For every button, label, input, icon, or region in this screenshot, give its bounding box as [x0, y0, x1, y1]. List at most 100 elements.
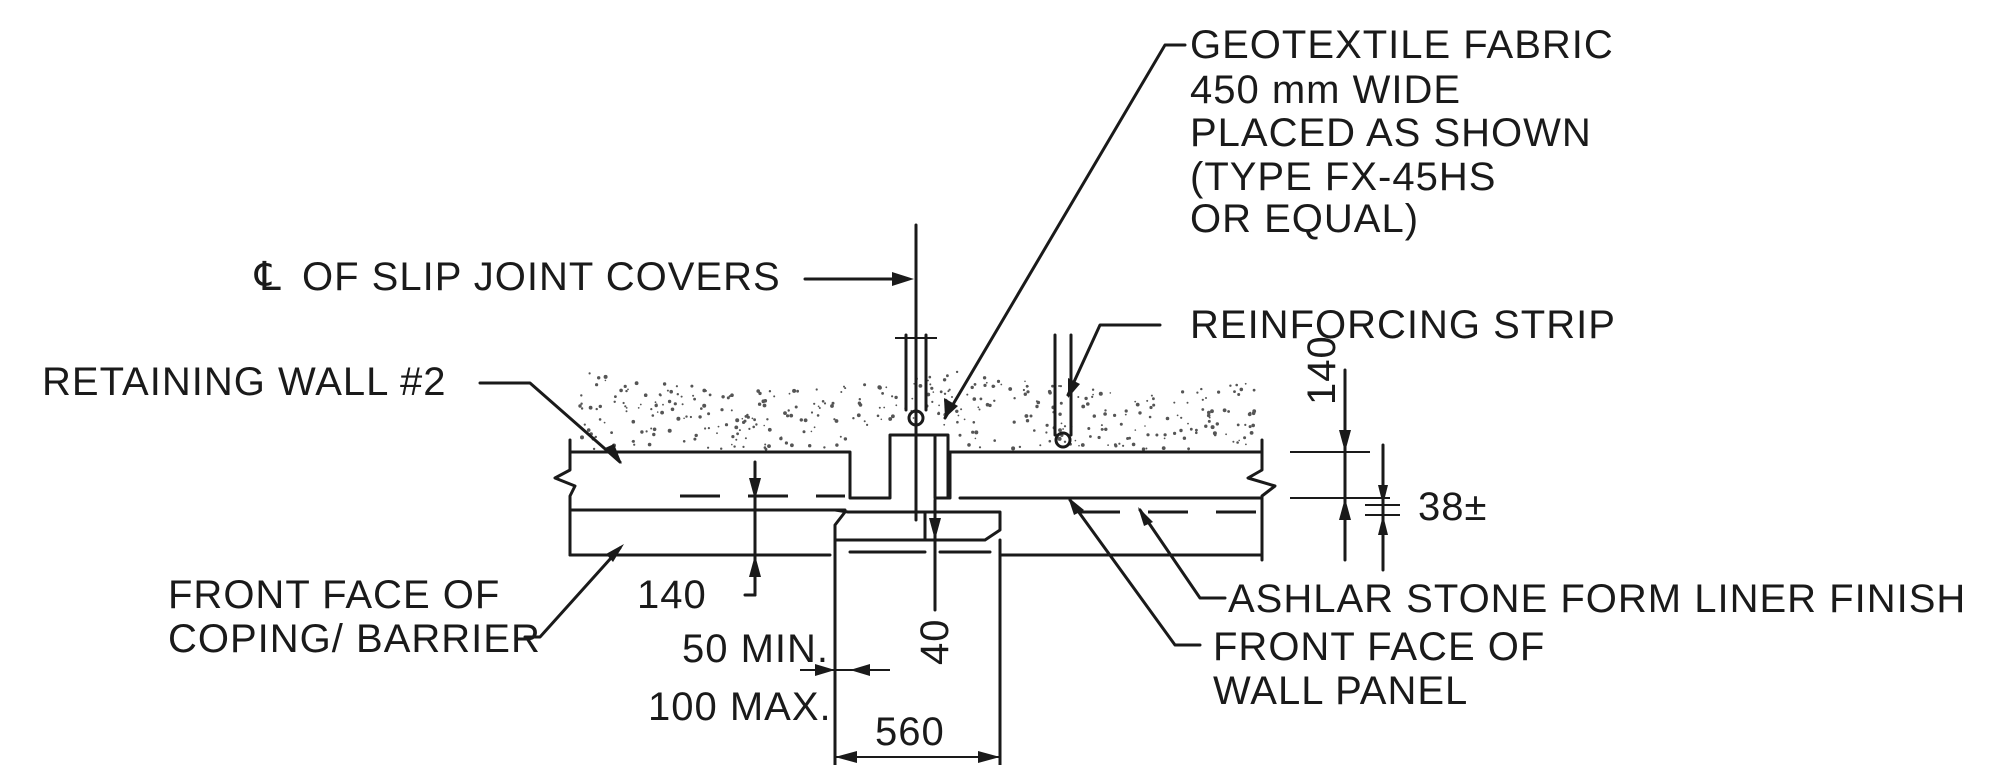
- soil-speck: [650, 427, 653, 430]
- soil-speck: [1104, 427, 1108, 431]
- soil-speck: [878, 385, 882, 390]
- soil-speck: [717, 425, 720, 428]
- soil-speck: [764, 443, 767, 446]
- soil-speck: [1161, 446, 1166, 450]
- soil-speck: [1148, 415, 1152, 419]
- soil-speck: [634, 381, 639, 386]
- soil-speck: [735, 418, 740, 423]
- soil-speck: [810, 430, 813, 433]
- soil-speck: [698, 415, 702, 419]
- soil-speck: [1138, 411, 1142, 415]
- soil-speck: [816, 414, 820, 417]
- soil-speck: [885, 386, 888, 389]
- soil-speck: [1149, 405, 1153, 410]
- soil-speck: [1102, 428, 1104, 431]
- soil-speck: [789, 413, 794, 418]
- front-face-coping-line-2: COPING/ BARRIER: [168, 617, 541, 661]
- soil-speck: [996, 379, 1001, 383]
- soil-speck: [1092, 393, 1094, 396]
- front-face-panel-line-1: FRONT FACE OF: [1213, 625, 1545, 669]
- geotextile-line-5: OR EQUAL): [1190, 197, 1419, 241]
- soil-speck: [786, 414, 790, 418]
- soil-speck: [858, 403, 863, 407]
- soil-speck: [1119, 422, 1123, 426]
- soil-speck: [767, 427, 772, 432]
- soil-speck: [1012, 420, 1016, 424]
- soil-speck: [1057, 436, 1062, 441]
- soil-speck: [623, 384, 627, 388]
- soil-speck: [843, 385, 845, 388]
- centerline-symbol: ℄: [254, 255, 282, 299]
- soil-speck: [757, 402, 762, 406]
- soil-speck: [1118, 442, 1121, 445]
- soil-speck: [592, 447, 596, 451]
- soil-speck: [951, 396, 953, 398]
- soil-speck: [597, 376, 601, 380]
- soil-speck: [929, 383, 932, 386]
- soil-speck: [948, 388, 951, 391]
- soil-speck: [818, 407, 821, 409]
- soil-speck: [1011, 446, 1016, 451]
- soil-speck: [705, 389, 707, 392]
- soil-speck: [808, 444, 812, 448]
- soil-speck: [973, 383, 977, 386]
- soil-speck: [963, 418, 966, 421]
- soil-speck: [1181, 390, 1185, 394]
- soil-speck: [784, 441, 789, 445]
- soil-speck: [676, 393, 679, 396]
- soil-speck: [767, 444, 771, 448]
- soil-speck: [625, 410, 628, 413]
- soil-speck: [1187, 447, 1190, 451]
- soil-speck: [835, 443, 839, 447]
- soil-speck: [1013, 397, 1016, 400]
- soil-speck: [666, 389, 669, 392]
- geotextile-label: GEOTEXTILE FABRIC 450 mm WIDE PLACED AS …: [1190, 23, 1613, 241]
- soil-speck: [790, 443, 794, 448]
- soil-speck: [1173, 431, 1177, 435]
- soil-speck: [1245, 443, 1247, 446]
- soil-speck: [1237, 393, 1241, 396]
- soil-speck: [843, 437, 848, 441]
- soil-speck: [1051, 384, 1054, 388]
- soil-speck: [1098, 391, 1103, 396]
- soil-speck: [983, 383, 987, 387]
- soil-speck: [1008, 387, 1013, 391]
- soil-speck: [1018, 445, 1022, 449]
- soil-speck: [702, 403, 707, 408]
- soil-speck: [1062, 428, 1064, 430]
- soil-speck: [1150, 394, 1153, 397]
- soil-speck: [752, 425, 755, 429]
- soil-speck: [583, 423, 586, 426]
- soil-speck: [830, 404, 834, 408]
- soil-speck: [1097, 435, 1101, 440]
- soil-speck: [598, 418, 602, 421]
- soil-speck: [802, 430, 806, 434]
- soil-speck: [982, 376, 987, 380]
- soil-speck: [580, 394, 583, 397]
- soil-speck: [858, 398, 861, 401]
- soil-speck: [578, 404, 582, 408]
- soil-speck: [878, 406, 881, 409]
- soil-speck: [1023, 392, 1027, 396]
- soil-speck: [813, 402, 816, 405]
- soil-speck: [650, 408, 653, 411]
- soil-speck: [1122, 444, 1125, 447]
- soil-speck: [932, 391, 935, 393]
- soil-speck: [681, 403, 684, 406]
- soil-speck: [912, 417, 915, 419]
- soil-speck: [741, 417, 744, 420]
- soil-speck: [631, 419, 636, 424]
- soil-speck: [943, 392, 947, 395]
- soil-speck: [1024, 414, 1029, 418]
- soil-speck: [1059, 401, 1063, 405]
- soil-speck: [823, 446, 826, 449]
- soil-speck: [1024, 380, 1026, 383]
- dim-top-thickness: 140: [1300, 335, 1344, 405]
- soil-speck: [619, 388, 623, 393]
- soil-speck: [1165, 416, 1170, 421]
- soil-speck: [844, 387, 847, 390]
- soil-speck: [1000, 383, 1003, 386]
- soil-speck: [707, 412, 711, 416]
- soil-speck: [779, 436, 783, 441]
- dim-offset-min: 50 MIN.: [682, 627, 829, 671]
